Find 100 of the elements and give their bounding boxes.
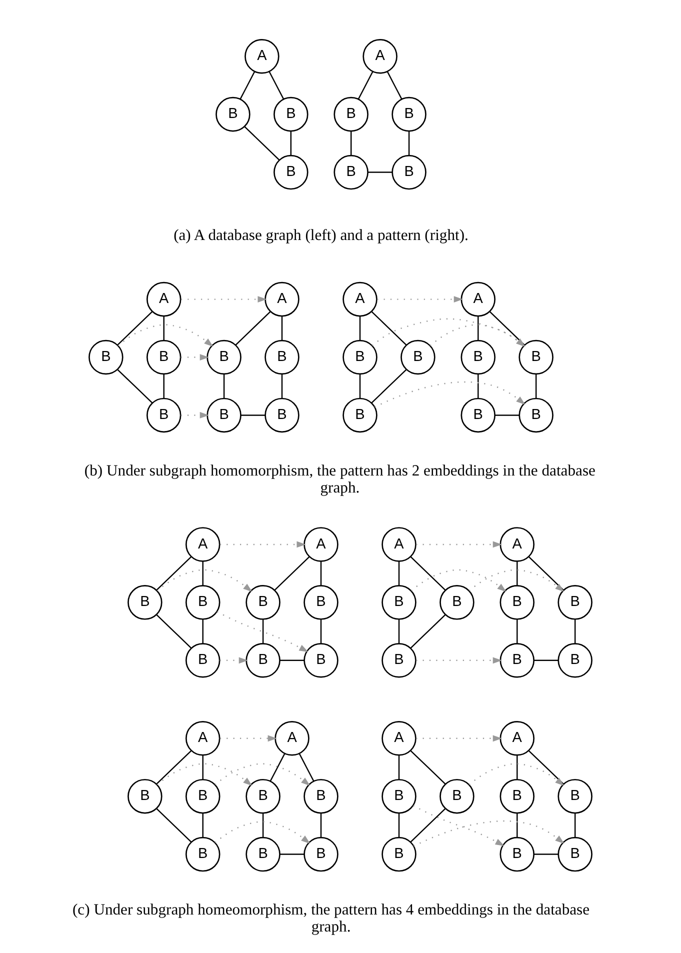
node-circle: B <box>146 398 182 433</box>
connector <box>534 660 558 661</box>
node-circle: B <box>500 643 535 678</box>
node-circle: B <box>185 643 220 678</box>
node-circle: B <box>440 585 474 620</box>
node-circle: B <box>382 778 416 814</box>
node-circle: B <box>382 836 416 872</box>
connector <box>408 131 410 156</box>
arrow <box>468 569 564 592</box>
node-circle: A <box>382 721 416 756</box>
connector <box>410 750 446 784</box>
connector <box>410 808 446 842</box>
connector <box>320 619 322 644</box>
node-circle: B <box>334 154 368 190</box>
connector <box>371 311 407 346</box>
node-circle: B <box>392 96 426 132</box>
connector <box>202 813 204 838</box>
connector <box>156 808 192 842</box>
node-circle: A <box>362 38 398 74</box>
node-circle: B <box>440 778 474 814</box>
node-circle: B <box>460 340 496 375</box>
node-circle: A <box>185 721 220 756</box>
node-circle: A <box>264 282 300 317</box>
connector <box>223 374 225 398</box>
node-circle: B <box>185 778 220 814</box>
node-circle: B <box>246 778 280 814</box>
connector <box>262 619 264 644</box>
arrow <box>220 735 277 742</box>
arrow <box>372 318 526 347</box>
connector <box>410 614 446 648</box>
connector <box>117 311 153 346</box>
node-circle: B <box>274 96 308 132</box>
node-circle: B <box>146 340 182 375</box>
node-circle: B <box>518 340 554 375</box>
node-circle: B <box>206 340 242 375</box>
node-circle: B <box>500 836 535 872</box>
arrow <box>416 735 502 742</box>
connector <box>398 619 400 644</box>
connector <box>156 556 192 590</box>
node-circle: A <box>342 282 378 317</box>
connector <box>535 374 537 398</box>
arrow <box>180 354 209 360</box>
arrow <box>156 569 252 592</box>
connector <box>534 854 558 855</box>
label: (b) Under subgraph homomorphism, the pattern has 2 embeddings in the database graph. <box>84 462 596 496</box>
node-circle: B <box>246 585 280 620</box>
node-circle: B <box>558 585 592 620</box>
arrow <box>118 324 214 347</box>
connector <box>281 374 283 398</box>
connector <box>489 311 525 346</box>
connector <box>494 414 520 416</box>
connector <box>156 750 192 784</box>
node-circle: B <box>264 340 300 375</box>
connector <box>281 316 283 340</box>
connector <box>298 753 314 782</box>
arrow <box>214 763 310 786</box>
node-circle: B <box>500 778 535 814</box>
node-circle: A <box>274 721 310 756</box>
node-circle: A <box>500 721 535 756</box>
node-circle: B <box>246 643 280 678</box>
node-circle: B <box>185 585 220 620</box>
connector <box>368 172 392 173</box>
arrow <box>220 657 248 664</box>
arrow <box>468 763 564 786</box>
arrow <box>156 763 252 786</box>
connector <box>274 556 310 590</box>
node-circle: A <box>500 527 535 562</box>
arrow <box>414 820 564 847</box>
node-circle: A <box>304 527 338 562</box>
connector <box>202 619 204 644</box>
arrow <box>180 296 267 303</box>
connector <box>398 813 400 838</box>
node-circle: B <box>500 585 535 620</box>
connector <box>516 813 518 838</box>
arrow <box>214 821 310 844</box>
arrow <box>430 324 526 347</box>
connector <box>240 414 266 416</box>
connector <box>398 561 400 586</box>
connector <box>574 619 576 644</box>
connector <box>358 71 374 100</box>
connector <box>290 131 292 156</box>
connector <box>574 813 576 838</box>
connector <box>528 556 564 590</box>
node-circle: B <box>342 340 378 375</box>
connector <box>528 750 564 784</box>
connector <box>202 755 204 780</box>
node-circle: B <box>518 398 554 433</box>
connector <box>156 614 192 648</box>
connector <box>202 561 204 586</box>
node-circle: B <box>264 398 300 433</box>
connector <box>163 316 164 340</box>
connector <box>262 813 264 838</box>
connector <box>280 660 304 661</box>
node-circle: B <box>128 778 162 814</box>
connector <box>268 71 284 100</box>
connector <box>235 311 271 346</box>
node-circle: A <box>146 282 182 317</box>
arrow <box>220 541 306 548</box>
connector <box>398 755 400 780</box>
connector <box>240 71 256 100</box>
